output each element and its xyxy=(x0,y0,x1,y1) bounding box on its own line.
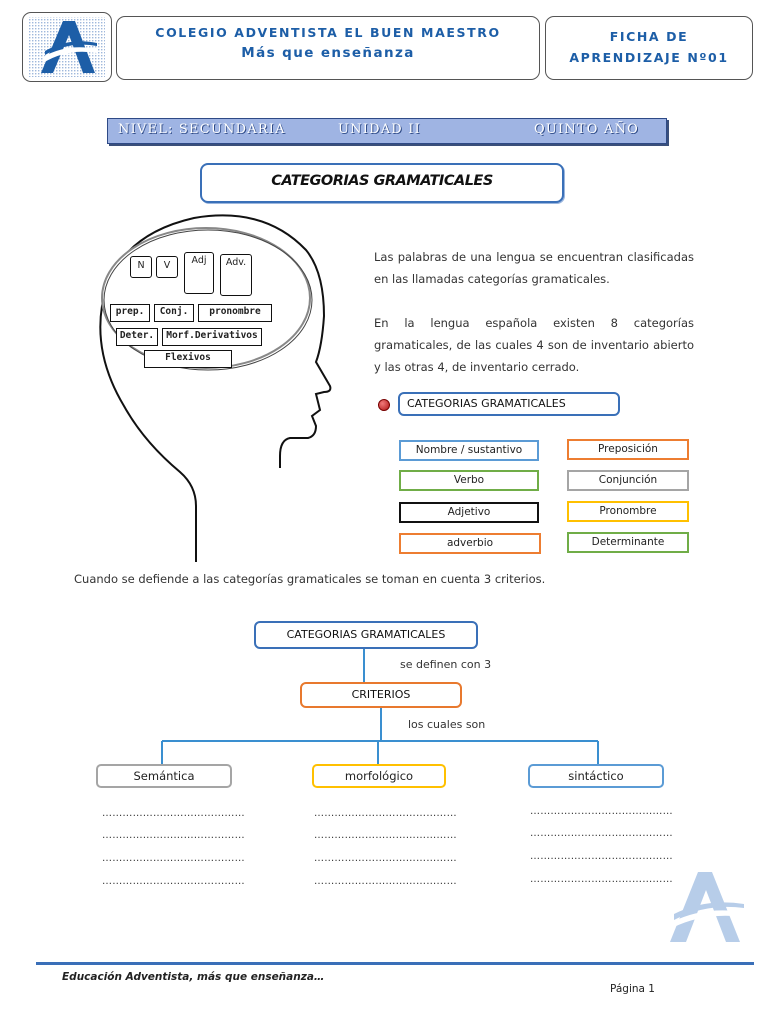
criteria-node: CRITERIOS xyxy=(300,682,462,708)
blank-line[interactable]: …………………………………… xyxy=(102,853,245,864)
page-number: Página 1 xyxy=(610,983,655,995)
blank-line[interactable]: …………………………………… xyxy=(314,808,457,819)
diagram-link-label: se definen con 3 xyxy=(400,658,491,671)
blank-line[interactable]: …………………………………… xyxy=(314,876,457,887)
blank-line[interactable]: …………………………………… xyxy=(102,808,245,819)
criterion-morphologic: morfológico xyxy=(312,764,446,788)
diagram-root: CATEGORIAS GRAMATICALES xyxy=(254,621,478,649)
blank-line[interactable]: …………………………………… xyxy=(530,828,673,839)
criterion-semantic: Semántica xyxy=(96,764,232,788)
footer-slogan: Educación Adventista, más que enseñanza… xyxy=(62,971,324,983)
blank-line[interactable]: …………………………………… xyxy=(314,830,457,841)
blank-line[interactable]: …………………………………… xyxy=(102,876,245,887)
footer-divider xyxy=(36,962,754,965)
blank-line[interactable]: …………………………………… xyxy=(530,851,673,862)
blank-line[interactable]: …………………………………… xyxy=(314,853,457,864)
watermark-logo-icon xyxy=(660,866,750,946)
blank-line[interactable]: …………………………………… xyxy=(102,830,245,841)
blank-line[interactable]: …………………………………… xyxy=(530,874,673,885)
diagram-link-label-2: los cuales son xyxy=(408,718,485,731)
blank-line[interactable]: …………………………………… xyxy=(530,806,673,817)
criterion-syntactic: sintáctico xyxy=(528,764,664,788)
